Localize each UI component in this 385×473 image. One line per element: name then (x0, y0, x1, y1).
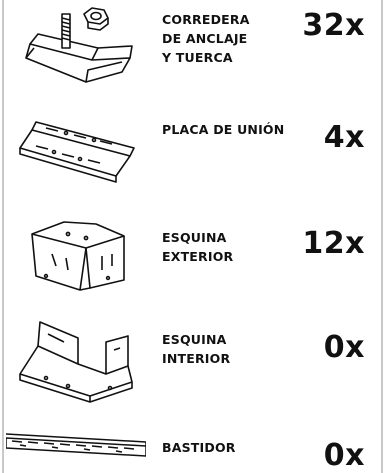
part-name: PLACA DE UNIÓN (162, 122, 285, 137)
part-quantity: 0x (323, 438, 365, 473)
part-row-outer-corner: ESQUINA EXTERIOR 12x (0, 210, 385, 300)
inner-corner-icon (19, 321, 133, 403)
part-row-inner-corner: ESQUINA INTERIOR 0x (0, 308, 385, 408)
frame-rail-icon (6, 433, 146, 457)
joint-plate-icon (19, 121, 135, 183)
right-border (381, 0, 383, 473)
slide-anchor-nut-icon (25, 7, 133, 83)
part-row-joint-plate: PLACA DE UNIÓN 4x (0, 100, 385, 190)
left-border (2, 0, 4, 473)
part-name: CORREDERA DE ANCLAJE Y TUERCA (162, 12, 250, 65)
part-name: BASTIDOR (162, 440, 236, 455)
part-quantity: 0x (323, 330, 365, 365)
part-quantity: 32x (302, 8, 365, 43)
part-row-slide-anchor: CORREDERA DE ANCLAJE Y TUERCA 32x (0, 0, 385, 90)
part-row-frame-rail: BASTIDOR 0x (0, 420, 385, 473)
part-name: ESQUINA EXTERIOR (162, 230, 234, 264)
part-name: ESQUINA INTERIOR (162, 332, 231, 366)
outer-corner-icon (31, 221, 125, 291)
part-quantity: 12x (302, 226, 365, 261)
part-quantity: 4x (323, 120, 365, 155)
